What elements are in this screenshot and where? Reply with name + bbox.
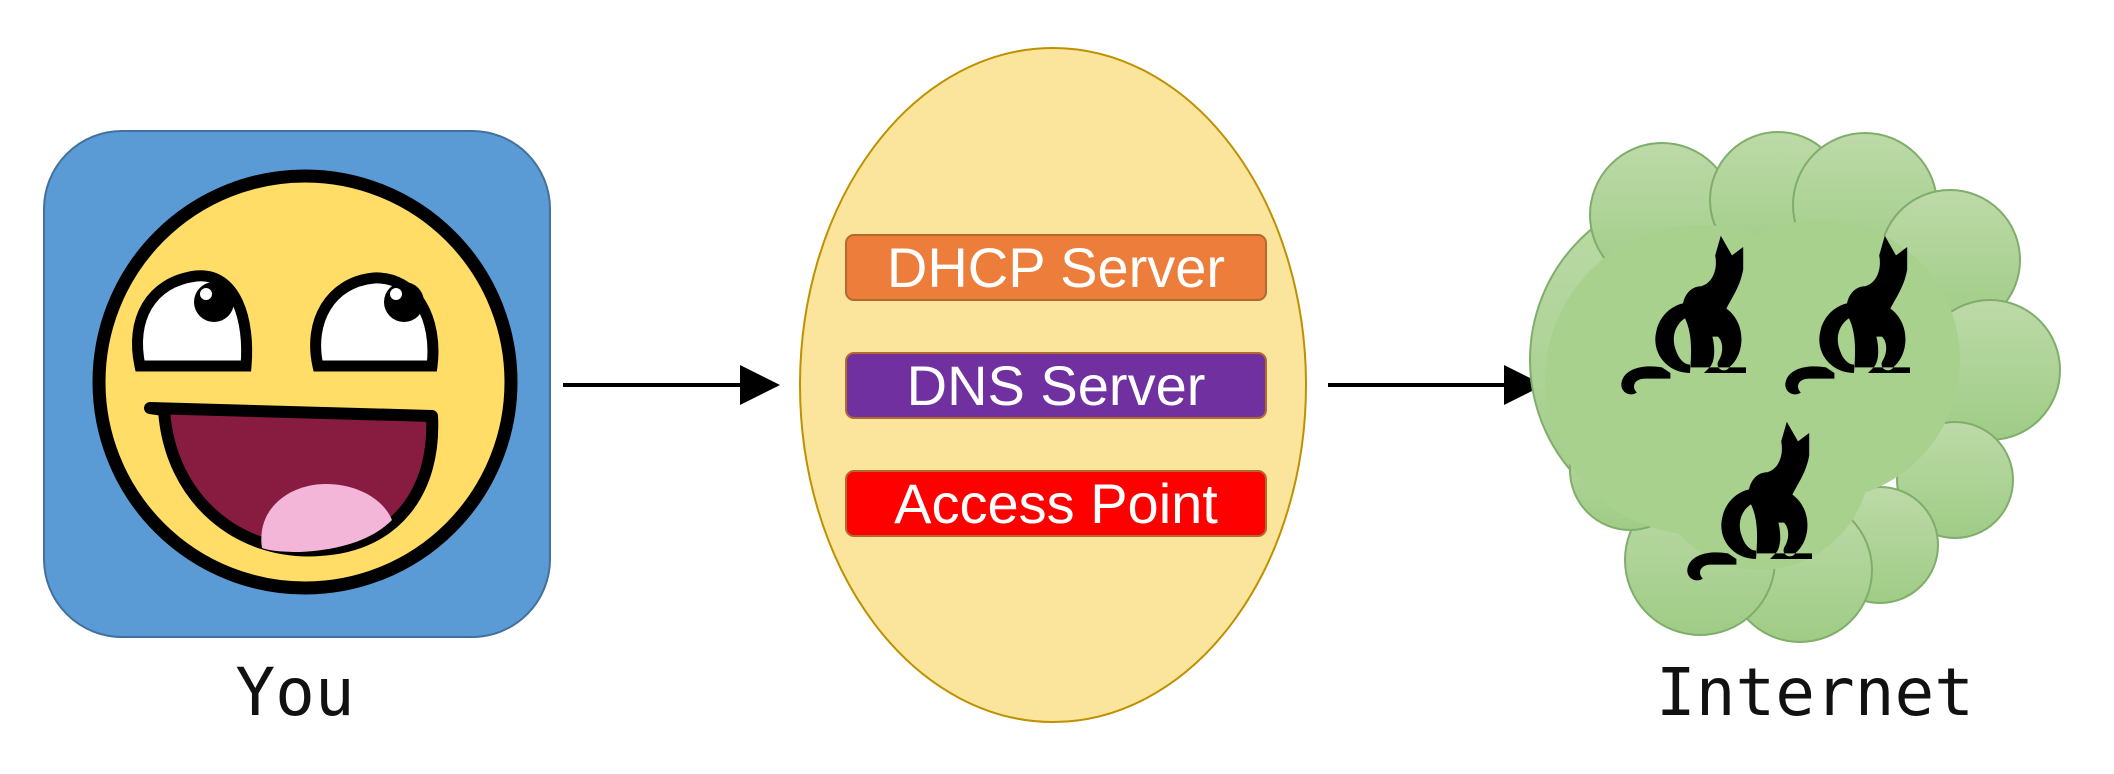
- service-dns-server: DNS Server: [845, 352, 1267, 419]
- you-label: You: [235, 654, 355, 731]
- internet-label: Internet: [1656, 654, 1974, 731]
- service-access-point: Access Point: [845, 470, 1267, 537]
- service-label: Access Point: [894, 471, 1218, 535]
- service-label: DHCP Server: [886, 235, 1226, 299]
- you-node: [43, 130, 551, 638]
- service-dhcp-server: DHCP Server: [845, 234, 1267, 301]
- service-label: DNS Server: [906, 353, 1206, 417]
- internet-node: [1529, 131, 2061, 643]
- smiley-face-icon: [92, 169, 518, 595]
